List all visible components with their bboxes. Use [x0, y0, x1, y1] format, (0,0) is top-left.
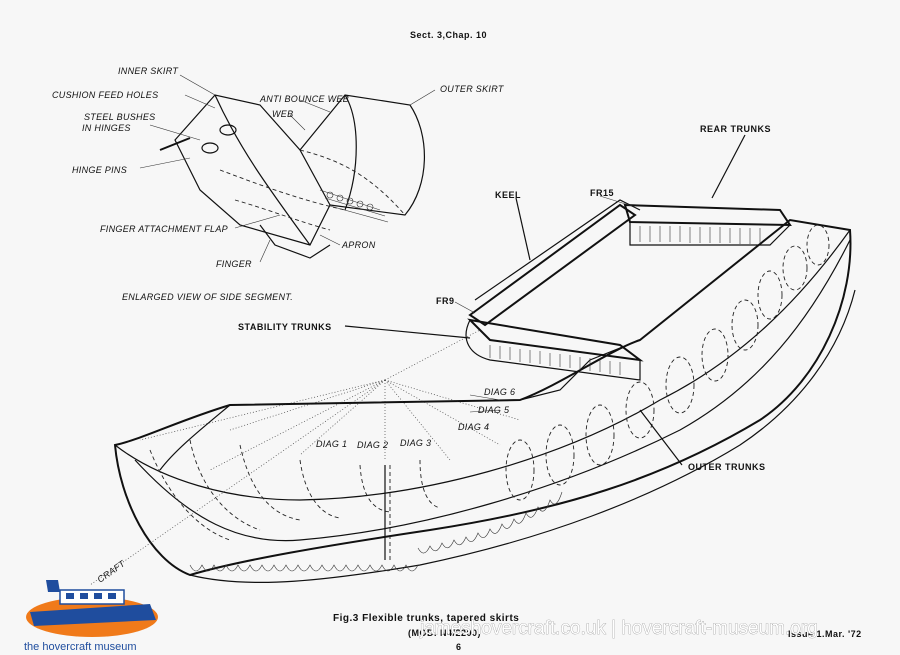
- label-finger-attachment-flap: FINGER ATTACHMENT FLAP: [100, 224, 228, 234]
- label-diag-6: DIAG 6: [484, 387, 515, 397]
- modification-note: (MOD. N4/2200): [408, 628, 481, 638]
- label-diag-5: DIAG 5: [478, 405, 510, 415]
- watermark-url: jameshovercraft.co.uk | hovercraft-museu…: [419, 618, 818, 639]
- label-apron: APRON: [341, 240, 376, 250]
- label-finger: FINGER: [216, 259, 252, 269]
- section-header: Sect. 3,Chap. 10: [410, 30, 487, 40]
- label-keel: KEEL: [495, 190, 521, 200]
- label-cushion-feed-holes: CUSHION FEED HOLES: [52, 90, 158, 100]
- label-inner-skirt: INNER SKIRT: [118, 66, 179, 76]
- label-anti-bounce-web: ANTI BOUNCE WEB: [259, 94, 349, 104]
- label-diag-1: DIAG 1: [316, 439, 347, 449]
- label-stability-trunks: STABILITY TRUNKS: [238, 322, 332, 332]
- label-in-hinges: IN HINGES: [82, 123, 131, 133]
- label-fr9: FR9: [436, 296, 455, 306]
- label-steel-bushes: STEEL BUSHES: [84, 112, 155, 122]
- label-diag-4: DIAG 4: [458, 422, 489, 432]
- label-rear-trunks: REAR TRUNKS: [700, 124, 771, 134]
- craft-skirt-isometric: REAR TRUNKS KEEL FR15 FR9 STABILITY TRUN…: [89, 124, 856, 586]
- label-outer-trunks: OUTER TRUNKS: [688, 462, 766, 472]
- enlarged-segment-detail: INNER SKIRT CUSHION FEED HOLES STEEL BUS…: [52, 66, 505, 302]
- label-diag-2: DIAG 2: [357, 440, 388, 450]
- label-web: WEB: [272, 109, 293, 119]
- page-number: 6: [456, 642, 462, 652]
- hovercraft-museum-logo: the hovercraft museum: [24, 580, 158, 653]
- museum-name: the hovercraft museum: [24, 641, 137, 653]
- label-outer-skirt: OUTER SKIRT: [440, 84, 505, 94]
- label-craft-fragment: CRAFT: [95, 558, 128, 585]
- label-fr15: FR15: [590, 188, 614, 198]
- label-diag-3: DIAG 3: [400, 438, 431, 448]
- label-hinge-pins: HINGE PINS: [72, 165, 127, 175]
- label-enlarged-view: ENLARGED VIEW OF SIDE SEGMENT.: [122, 292, 293, 302]
- issue-date: Issue 1.Mar. '72: [788, 629, 862, 639]
- figure-caption: Fig.3 Flexible trunks, tapered skirts: [333, 613, 519, 624]
- logo-hull: [30, 604, 156, 626]
